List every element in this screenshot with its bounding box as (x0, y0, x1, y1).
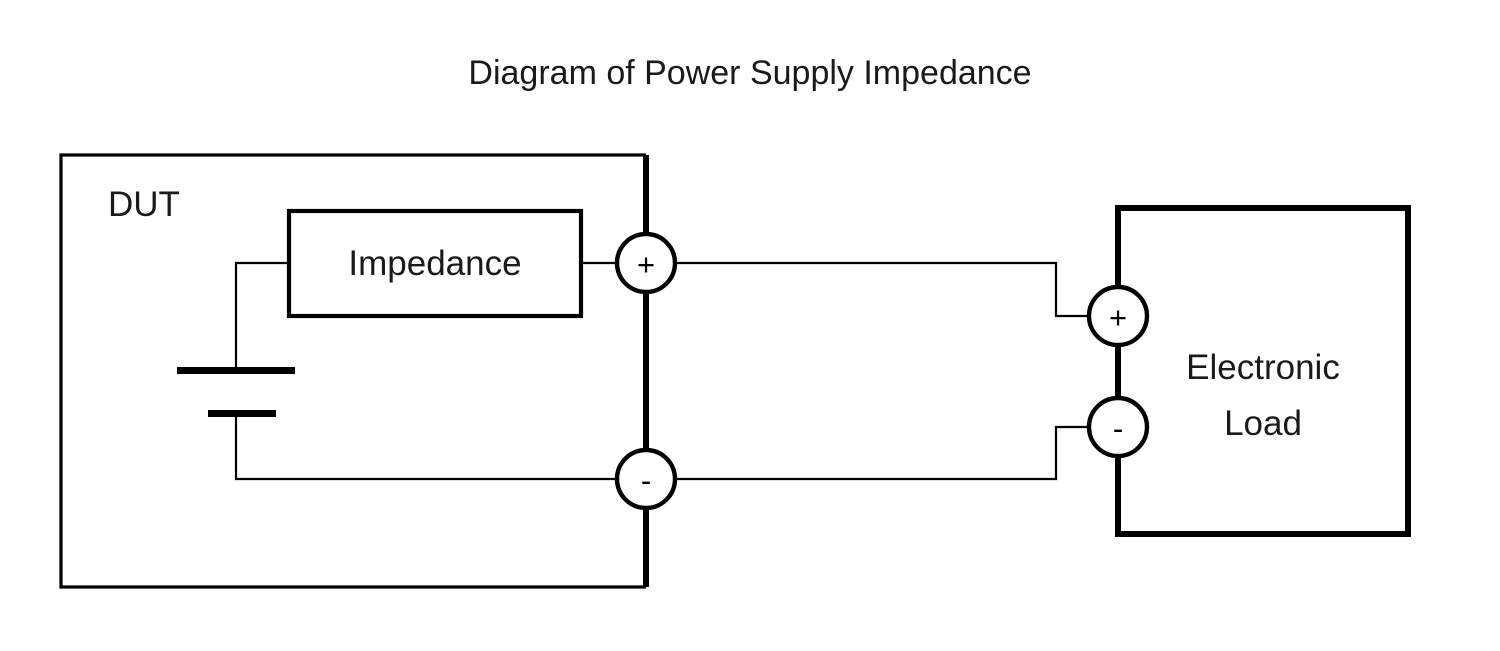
dut-enclosure (59, 153, 649, 589)
wire-battery-negative-to-negative-terminal (234, 411, 619, 481)
electronic-load-label-line1: Electronic (1186, 348, 1340, 387)
interconnect-wiring (673, 261, 1091, 481)
dut-positive-terminal-sign: + (637, 247, 655, 282)
load-positive-terminal-sign: + (1109, 300, 1127, 335)
impedance-label: Impedance (348, 244, 521, 283)
dut-negative-terminal[interactable]: - (614, 447, 678, 511)
load-positive-terminal-circle[interactable] (1086, 284, 1150, 348)
load-positive-terminal[interactable]: + (1086, 284, 1150, 348)
wire-positive-link (673, 261, 1091, 318)
dut-box-outline (59, 153, 646, 589)
electronic-load-label-line2: Load (1224, 404, 1302, 443)
load-negative-terminal-sign: - (1113, 411, 1123, 446)
dut-negative-terminal-sign: - (641, 463, 651, 498)
wire-negative-link (673, 425, 1091, 481)
dut-label: DUT (108, 185, 180, 224)
battery-symbol (177, 367, 295, 417)
load-negative-terminal[interactable]: - (1086, 395, 1150, 459)
diagram-title: Diagram of Power Supply Impedance (468, 54, 1031, 92)
dut-positive-terminal[interactable]: + (614, 231, 678, 295)
electronic-load-box-outline (1115, 205, 1411, 537)
battery-positive-plate (177, 367, 295, 374)
electronic-load-enclosure: Electronic Load (1115, 205, 1411, 537)
load-negative-terminal-circle[interactable] (1086, 395, 1150, 459)
impedance-box (286, 208, 584, 319)
battery-negative-plate (208, 410, 276, 417)
wire-impedance-to-battery-positive (234, 261, 291, 372)
dut-internal-wiring (234, 261, 619, 481)
impedance-block: Impedance (286, 208, 584, 319)
